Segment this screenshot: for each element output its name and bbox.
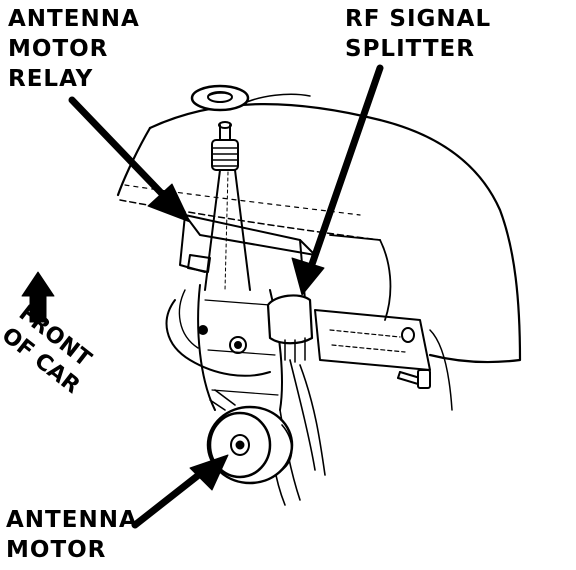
bolt [397, 369, 431, 389]
rf-signal-splitter-label: RF SIGNAL SPLITTER [345, 4, 491, 64]
relay-label-line-2: MOTOR [8, 36, 109, 62]
splitter-label-line-2: SPLITTER [345, 36, 475, 62]
antenna-mast-top [204, 121, 251, 291]
antenna-motor-drum [206, 389, 294, 485]
relay-label-line-1: ANTENNA [8, 6, 140, 32]
car-body-panel [116, 93, 522, 364]
motor-label-line-1: ANTENNA [6, 507, 138, 533]
rf-splitter-box [266, 294, 314, 363]
leader-arrows [68, 64, 384, 529]
antenna-motor-relay-label: ANTENNA MOTOR RELAY [8, 4, 140, 94]
mounting-bracket [314, 234, 453, 411]
relay-label-line-3: RELAY [8, 66, 94, 92]
motor-label-line-2: MOTOR [6, 537, 107, 563]
splitter-label-line-1: RF SIGNAL [345, 6, 492, 32]
antenna-motor-label: ANTENNA MOTOR [6, 505, 138, 565]
front-of-car-arrow [21, 271, 55, 323]
grommet [190, 84, 250, 112]
